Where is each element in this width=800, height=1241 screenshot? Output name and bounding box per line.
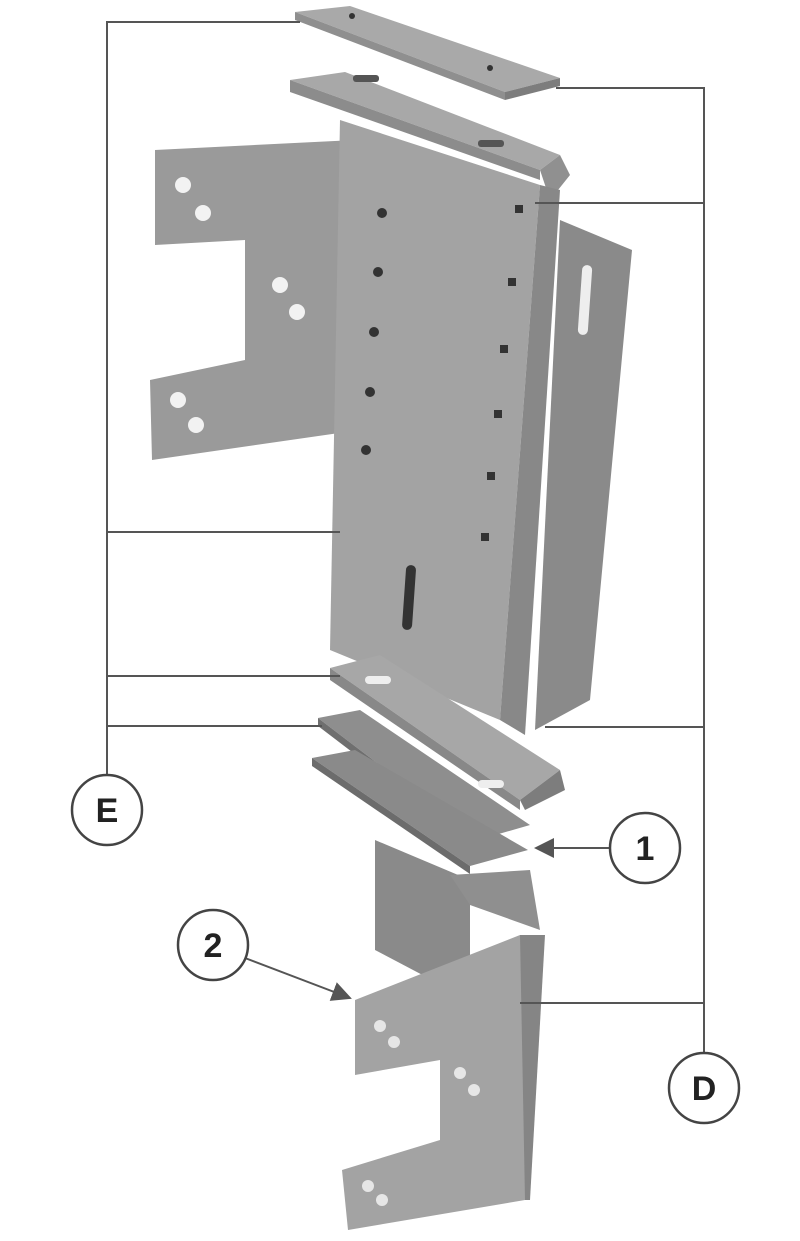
callout-e: E — [70, 773, 144, 847]
leader-lines-e — [106, 21, 340, 775]
callout-2: 2 — [176, 908, 250, 982]
callout-1: 1 — [608, 811, 682, 885]
shim-stack — [312, 710, 530, 874]
callout-1-label: 1 — [636, 830, 655, 868]
callout-d: D — [667, 1051, 741, 1125]
callout-e-label: E — [96, 792, 119, 830]
callout-2-label: 2 — [204, 927, 223, 965]
lower-bracket — [342, 840, 545, 1230]
rear-plate — [535, 220, 632, 730]
main-bracket — [290, 72, 570, 810]
top-plate — [295, 6, 560, 100]
callout-d-label: D — [692, 1070, 717, 1108]
leader-lines-d — [520, 87, 705, 1053]
arrow-2 — [244, 957, 352, 1001]
left-flange — [150, 140, 360, 460]
